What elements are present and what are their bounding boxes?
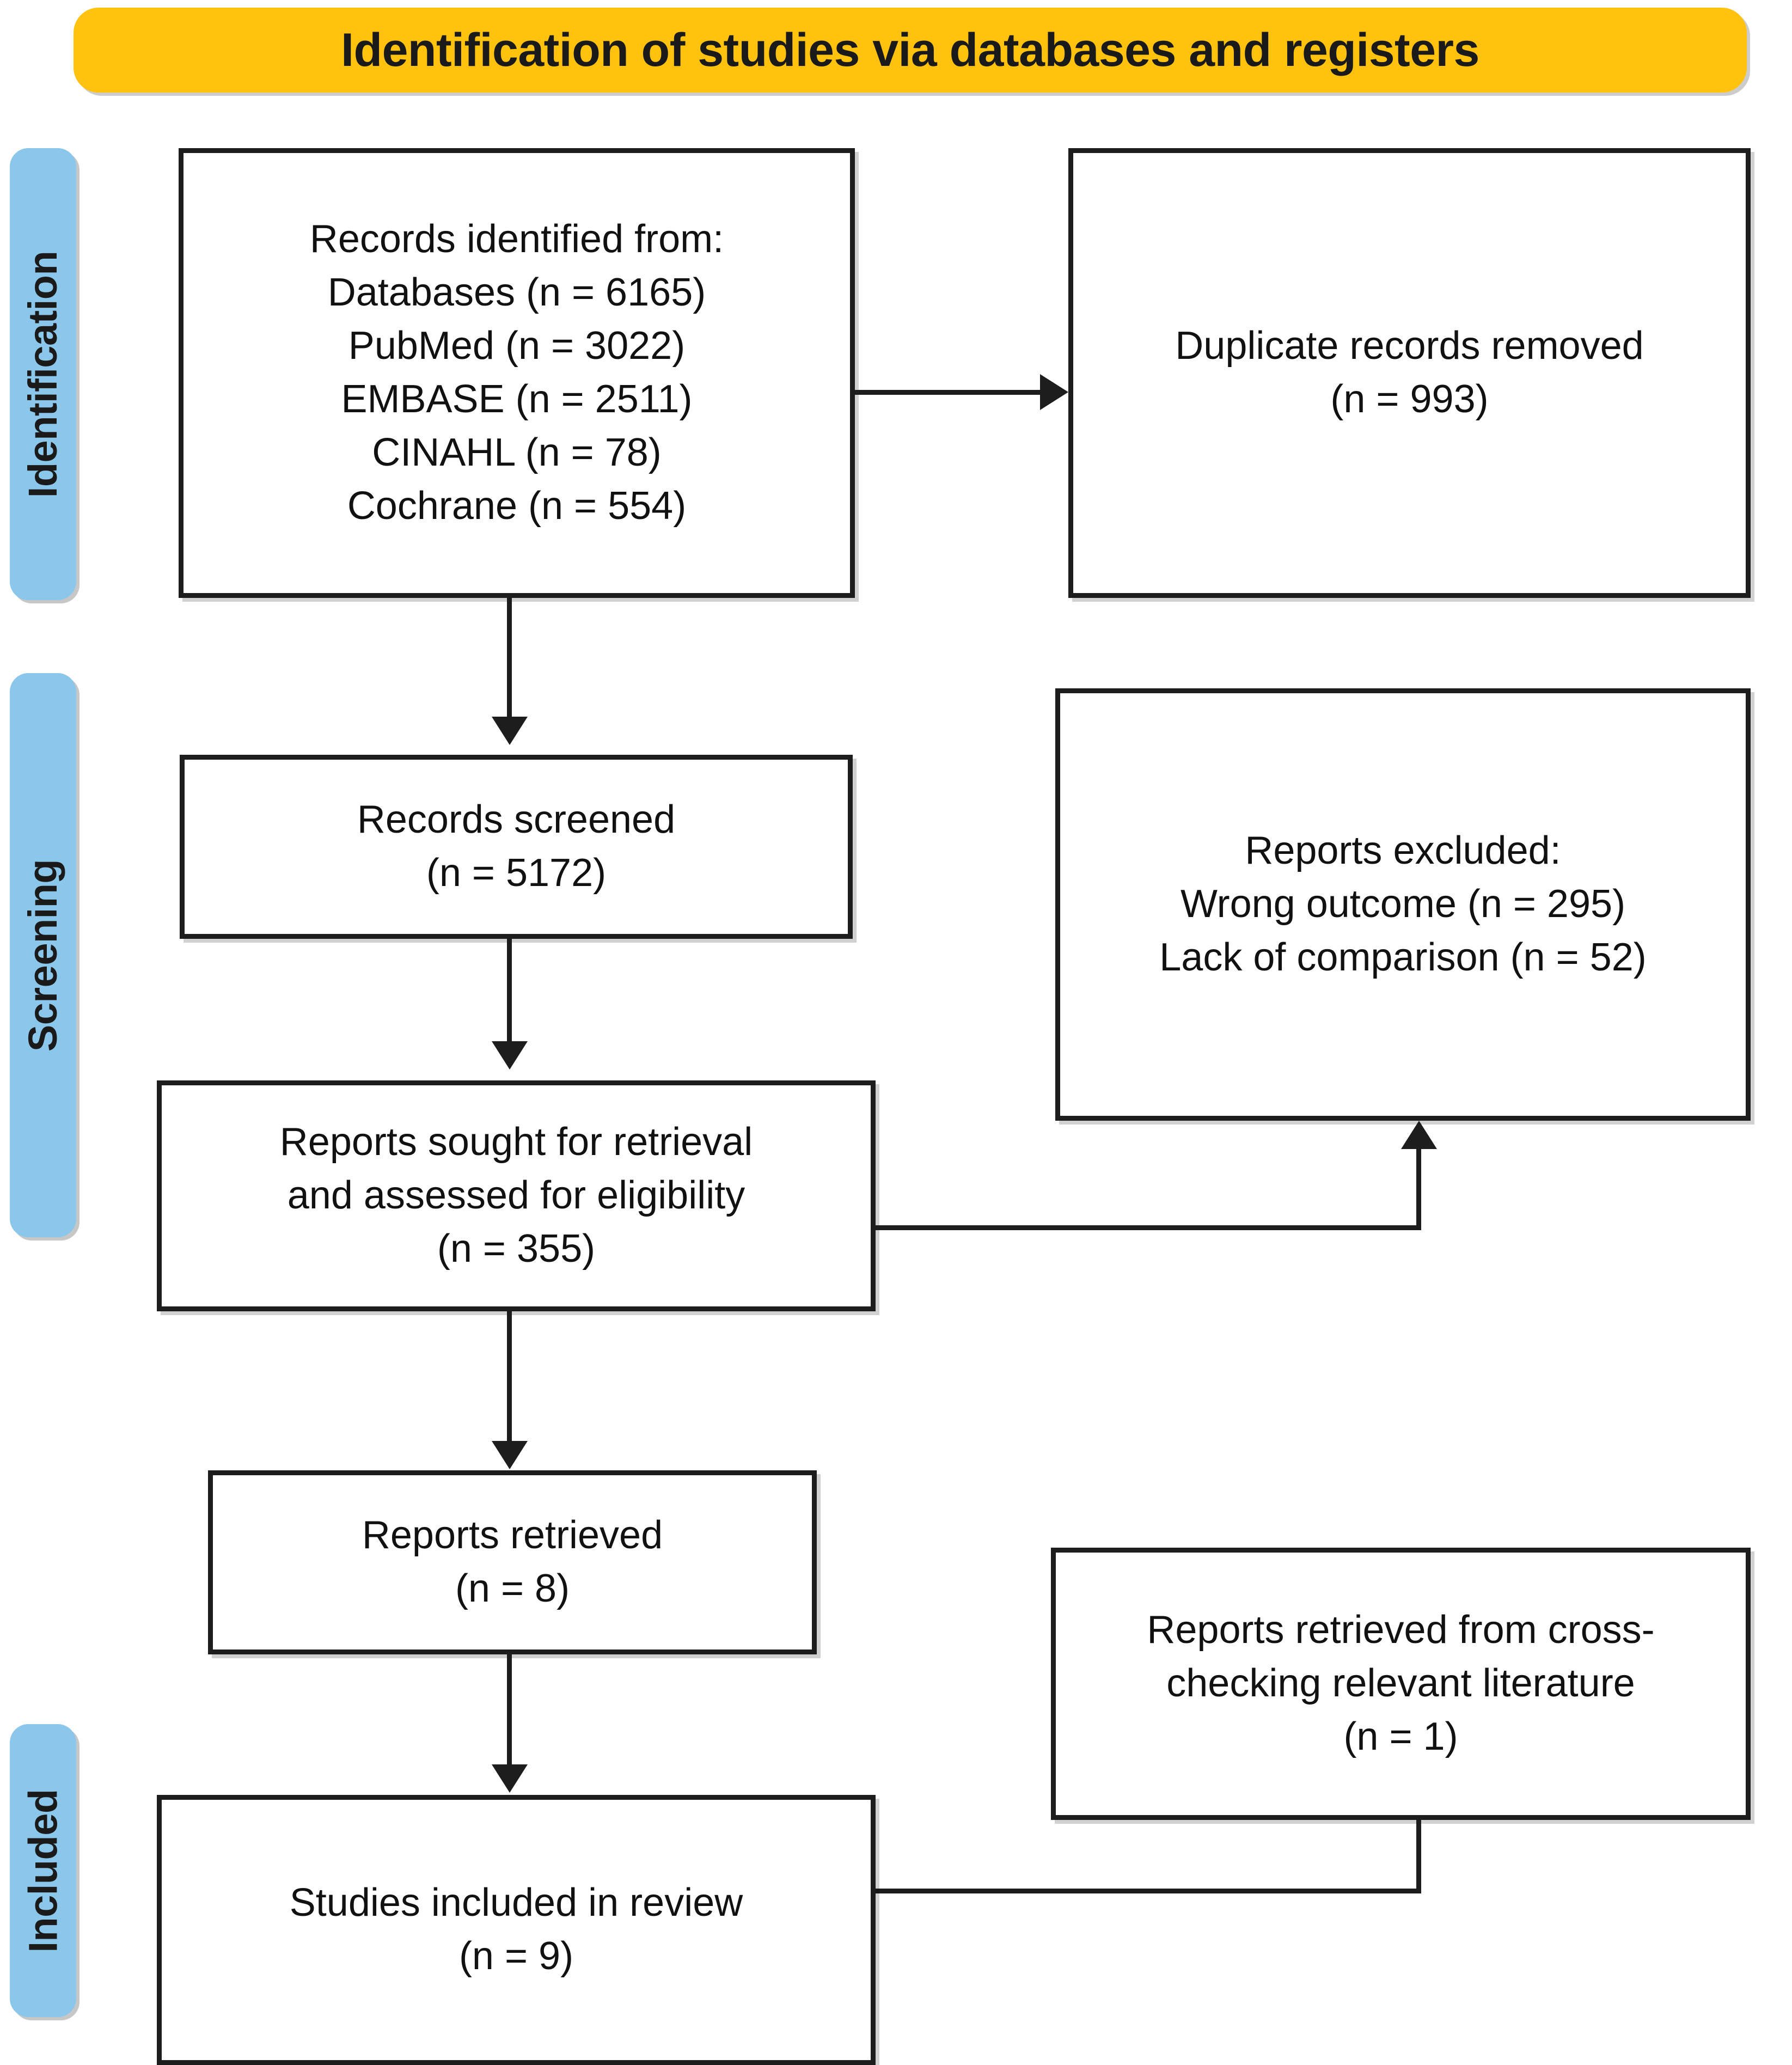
connector-records-to-screened-line	[507, 598, 512, 723]
box-records-screened: Records screened (n = 5172)	[180, 755, 853, 939]
records-identified-line-2: PubMed (n = 3022)	[348, 324, 686, 368]
records-identified-line-3: EMBASE (n = 2511)	[341, 377, 693, 421]
box-records-identified: Records identified from: Databases (n = …	[179, 148, 855, 598]
box-reports-excluded: Reports excluded: Wrong outcome (n = 295…	[1055, 688, 1751, 1121]
banner-identification-header: Identification of studies via databases …	[74, 8, 1747, 93]
connector-sought-to-excluded-arrowhead	[1401, 1121, 1437, 1149]
box-reports-sought-for-retrieval: Reports sought for retrieval and assesse…	[157, 1080, 876, 1311]
reports-sought-line-0: Reports sought for retrieval	[279, 1120, 753, 1164]
stage-identification: Identification	[10, 148, 76, 600]
duplicates-removed-line-1: (n = 993)	[1330, 377, 1489, 421]
connector-crosscheck-to-included-vertical	[1416, 1820, 1421, 1893]
connector-sought-to-excluded-horizontal	[876, 1225, 1421, 1230]
reports-sought-line-1: and assessed for eligibility	[287, 1174, 745, 1218]
studies-included-line-1: (n = 9)	[458, 1934, 574, 1978]
records-identified-line-5: Cochrane (n = 554)	[347, 484, 687, 528]
box-cross-checking-retrieved: Reports retrieved from cross- checking r…	[1051, 1548, 1751, 1820]
box-studies-included-in-review: Studies included in review (n = 9)	[157, 1795, 876, 2065]
cross-checking-line-1: checking relevant literature	[1166, 1661, 1635, 1706]
stage-included-label: Included	[20, 1788, 66, 1953]
studies-included-line-0: Studies included in review	[289, 1881, 743, 1925]
records-screened-line-0: Records screened	[357, 798, 676, 842]
stage-identification-label: Identification	[20, 251, 66, 498]
connector-sought-to-excluded-vertical	[1416, 1149, 1421, 1228]
records-identified-line-1: Databases (n = 6165)	[327, 271, 706, 315]
connector-sought-to-retrieved-line	[507, 1311, 512, 1447]
stage-screening: Screening	[10, 673, 76, 1237]
box-duplicate-records-removed: Duplicate records removed (n = 993)	[1068, 148, 1751, 598]
box-reports-retrieved: Reports retrieved (n = 8)	[208, 1470, 817, 1654]
stage-included: Included	[10, 1724, 76, 2017]
connector-records-to-screened-arrowhead	[492, 717, 528, 745]
cross-checking-line-2: (n = 1)	[1343, 1714, 1458, 1758]
reports-sought-line-2: (n = 355)	[437, 1226, 596, 1270]
stage-screening-label: Screening	[20, 859, 66, 1052]
connector-records-to-duplicates-line	[855, 390, 1043, 395]
connector-retrieved-to-included-arrowhead	[492, 1764, 528, 1793]
reports-retrieved-line-1: (n = 8)	[455, 1567, 570, 1610]
banner-title: Identification of studies via databases …	[341, 23, 1479, 76]
connector-sought-to-retrieved-arrowhead	[492, 1441, 528, 1469]
records-identified-line-0: Records identified from:	[309, 217, 724, 261]
duplicates-removed-line-0: Duplicate records removed	[1175, 324, 1644, 368]
reports-excluded-line-1: Wrong outcome (n = 295)	[1180, 882, 1626, 926]
connector-screened-to-sought-arrowhead	[492, 1041, 528, 1070]
cross-checking-line-0: Reports retrieved from cross-	[1147, 1608, 1655, 1652]
records-identified-line-4: CINAHL (n = 78)	[372, 430, 662, 474]
records-screened-line-1: (n = 5172)	[426, 851, 607, 895]
reports-retrieved-line-0: Reports retrieved	[362, 1513, 663, 1557]
connector-screened-to-sought-line	[507, 939, 512, 1048]
connector-retrieved-to-included-line	[507, 1654, 512, 1771]
reports-excluded-line-0: Reports excluded:	[1245, 829, 1561, 873]
connector-records-to-duplicates-arrowhead	[1040, 374, 1068, 410]
connector-crosscheck-to-included-horizontal	[874, 1889, 1421, 1893]
reports-excluded-line-2: Lack of comparison (n = 52)	[1159, 935, 1647, 979]
